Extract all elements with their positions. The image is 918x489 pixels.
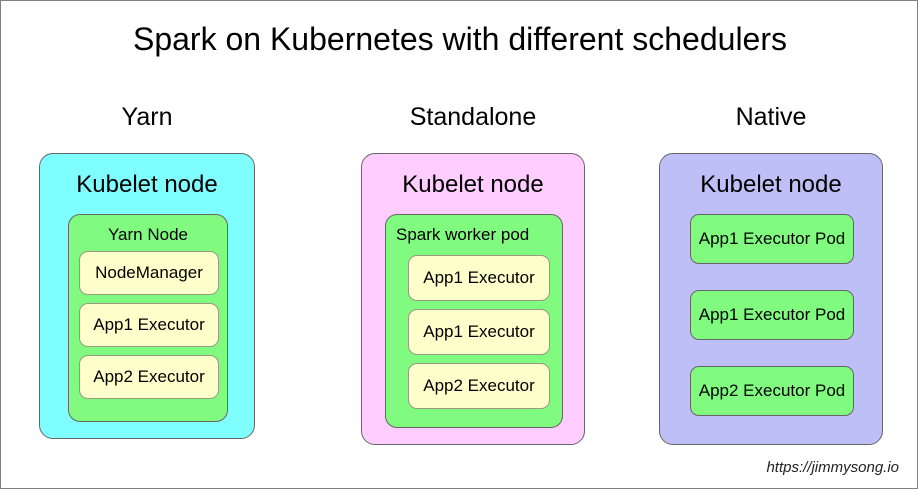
leaf-box: App1 Executor bbox=[79, 303, 219, 347]
spark-worker-pod-group: Spark worker pod App1 Executor App1 Exec… bbox=[385, 214, 563, 428]
leaf-box: App2 Executor Pod bbox=[690, 366, 854, 416]
leaf-box: App2 Executor bbox=[408, 363, 550, 409]
leaf-box: NodeManager bbox=[79, 251, 219, 295]
kubelet-node-title: Kubelet node bbox=[402, 171, 544, 198]
leaf-box: App1 Executor Pod bbox=[690, 214, 854, 264]
column-header-native: Native bbox=[735, 103, 807, 131]
kubelet-node-card-native: Kubelet node App1 Executor Pod App1 Exec… bbox=[659, 153, 883, 445]
kubelet-node-title: Kubelet node bbox=[76, 171, 218, 198]
watermark-url: https://jimmysong.io bbox=[766, 459, 899, 476]
leaf-box: App1 Executor bbox=[408, 255, 550, 301]
kubelet-node-card-standalone: Kubelet node Spark worker pod App1 Execu… bbox=[361, 153, 585, 445]
page-title: Spark on Kubernetes with different sched… bbox=[132, 21, 787, 57]
column-header-yarn: Yarn bbox=[121, 103, 173, 131]
spark-worker-pod-label: Spark worker pod bbox=[396, 225, 530, 244]
column-header-standalone: Standalone bbox=[409, 103, 537, 131]
leaf-box: App1 Executor bbox=[408, 309, 550, 355]
yarn-node-label: Yarn Node bbox=[107, 225, 188, 244]
leaf-box: App2 Executor bbox=[79, 355, 219, 399]
leaf-box: App1 Executor Pod bbox=[690, 290, 854, 340]
yarn-node-group: Yarn Node NodeManager App1 Executor App2… bbox=[68, 214, 228, 422]
kubelet-node-title: Kubelet node bbox=[700, 171, 842, 198]
kubelet-node-card-yarn: Kubelet node Yarn Node NodeManager App1 … bbox=[39, 153, 255, 439]
